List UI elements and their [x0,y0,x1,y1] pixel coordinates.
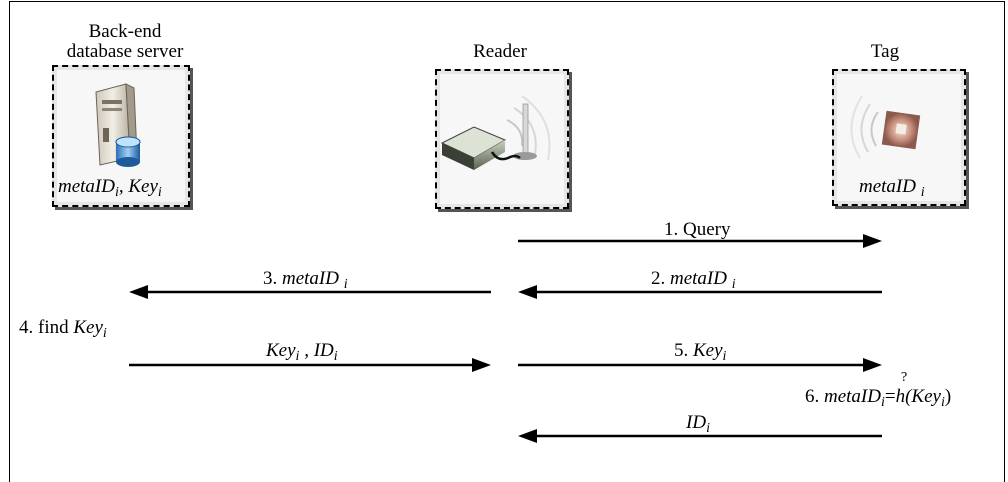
msg-3-label: 3. metaID i [263,268,348,292]
arrowhead-id [518,429,537,443]
reader-title: Reader [473,41,527,62]
arrowhead-1 [863,234,882,248]
tag-box [832,69,966,206]
server-title: Back-end database server [66,21,184,62]
msg-4-label: 4. find Keyi [19,317,107,341]
msg-2-label: 2. metaID i [651,268,736,292]
tag-title: Tag [870,41,900,62]
msg-key-id-label: Keyi , IDi [266,340,338,364]
msg-6-question: ? [901,370,908,385]
server-icon [95,83,141,167]
diagram-frame [9,1,1005,482]
msg-5-label: 5. Keyi [674,340,727,364]
server-vars: metaIDi, Keyi [58,176,162,200]
tag-icon [850,95,921,159]
arrowhead-5 [863,358,882,372]
msg-id-label: IDi [686,412,710,436]
tag-var: metaID i [859,176,925,200]
reader-icon [440,95,551,170]
message-arrows [129,234,882,443]
arrowhead-2 [518,285,537,299]
arrowhead-key-id [472,358,491,372]
arrowhead-3 [129,285,148,299]
msg-1-label: 1. Query [664,219,731,240]
msg-6-label: 6. metaIDi=h(Keyi) [805,386,952,410]
